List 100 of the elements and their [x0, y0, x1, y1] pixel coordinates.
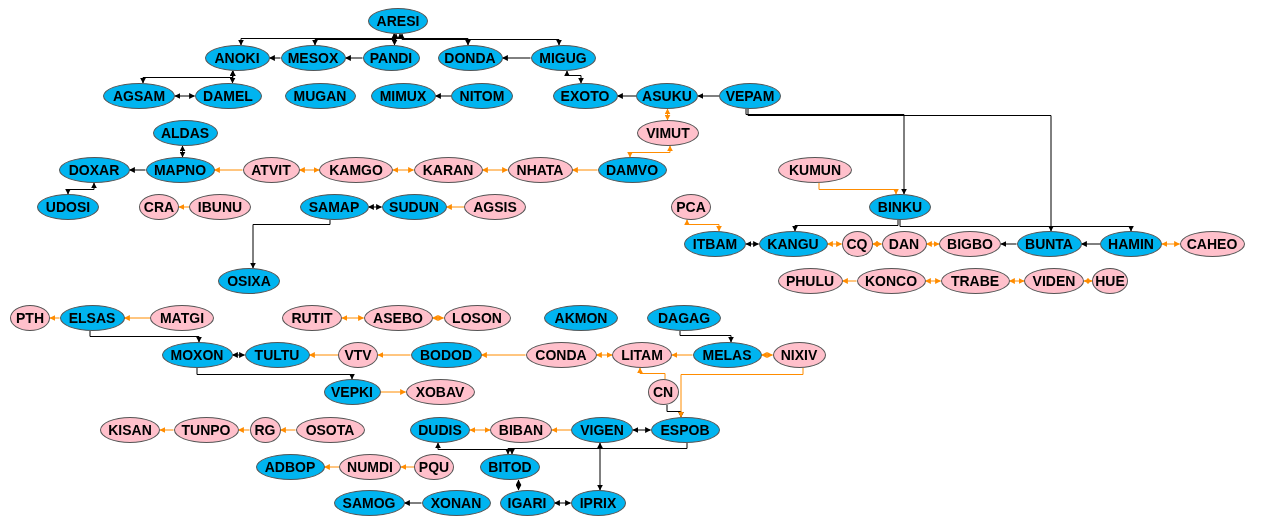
- ellipse-node: LITAM: [612, 342, 672, 368]
- ellipse-node: ATVIT: [242, 157, 300, 183]
- connector-arrow: [49, 315, 60, 321]
- ellipse-node: NHATA: [507, 157, 573, 183]
- connector-arrow: [341, 315, 365, 321]
- connector-arrow: [792, 219, 899, 232]
- ellipse-node: BIGBO: [939, 231, 1001, 257]
- connector-arrow: [312, 33, 399, 46]
- ellipse-node: ANOKI: [204, 45, 270, 71]
- connector-arrow: [1008, 278, 1025, 284]
- connector-arrow: [250, 219, 331, 269]
- connector-arrow: [431, 315, 445, 321]
- connector-arrow: [123, 315, 151, 321]
- ellipse-node: KARAN: [413, 157, 483, 183]
- connector-arrow: [505, 442, 688, 455]
- connector-arrow: [391, 33, 398, 46]
- connector-arrow: [231, 352, 246, 358]
- ellipse-node: KAMGO: [319, 157, 393, 183]
- ellipse-node: CN: [647, 379, 679, 405]
- ellipse-node: MATGI: [150, 305, 214, 331]
- ellipse-node: MIGUG: [530, 45, 596, 71]
- connector-arrow: [745, 108, 907, 195]
- ellipse-node: DAMEL: [194, 83, 262, 109]
- connector-arrow: [367, 204, 383, 210]
- ellipse-node: TRABE: [940, 268, 1010, 294]
- ellipse-node: NITOM: [451, 83, 513, 109]
- ellipse-node: BUNTA: [1016, 231, 1082, 257]
- ellipse-node: XONAN: [421, 490, 491, 516]
- ellipse-node: ELSAS: [59, 305, 125, 331]
- connector-arrow: [924, 278, 942, 284]
- connector-arrow: [380, 389, 407, 395]
- ellipse-node: MAPNO: [145, 157, 215, 183]
- connector-arrow: [501, 55, 531, 61]
- ellipse-node: CONDA: [525, 342, 597, 368]
- ellipse-node: VIGEN: [571, 417, 633, 443]
- connector-arrow: [128, 167, 146, 173]
- ellipse-node: EXOTO: [552, 83, 618, 109]
- ellipse-node: MUGAN: [284, 83, 356, 109]
- connector-arrow: [178, 204, 190, 210]
- ellipse-node: ARESI: [368, 8, 428, 34]
- connector-arrow: [1083, 278, 1093, 284]
- connector-arrow: [480, 352, 526, 358]
- ellipse-node: TUNPO: [173, 417, 239, 443]
- ellipse-node: VEPKI: [323, 379, 381, 405]
- connector-arrow: [571, 167, 598, 173]
- connector-arrow: [179, 145, 186, 158]
- connector-arrow: [469, 427, 491, 433]
- connector-arrow: [65, 182, 97, 195]
- connector-arrow: [445, 204, 465, 210]
- ellipse-node: BODOD: [410, 342, 482, 368]
- ellipse-node: MELAS: [692, 342, 762, 368]
- connector-arrow: [140, 70, 236, 84]
- connector-arrow: [564, 70, 584, 84]
- ellipse-node: MESOX: [280, 45, 346, 71]
- connector-arrow: [397, 33, 471, 46]
- connector-arrow: [697, 93, 720, 99]
- connector-arrow: [399, 33, 562, 46]
- ellipse-node: IPRIX: [570, 490, 626, 516]
- connector-arrow: [298, 167, 320, 173]
- connector-arrow: [553, 500, 572, 506]
- connector-arrow: [684, 219, 722, 232]
- connector-arrow: [679, 330, 734, 343]
- ellipse-node: KUMUN: [778, 157, 852, 183]
- connector-arrow: [229, 70, 236, 84]
- ellipse-node: PTH: [10, 305, 50, 331]
- connector-arrow: [616, 93, 637, 99]
- ellipse-node: MOXON: [161, 342, 233, 368]
- ellipse-node: OSIXA: [218, 268, 280, 294]
- ellipse-node: VTV: [338, 342, 378, 368]
- ellipse-node: CRA: [139, 194, 179, 220]
- ellipse-node: OSOTA: [295, 417, 365, 443]
- ellipse-node: XOBAV: [405, 379, 475, 405]
- ellipse-node: AKMON: [544, 305, 618, 331]
- connector-arrow: [238, 33, 397, 46]
- ellipse-node: DAN: [881, 231, 927, 257]
- ellipse-node: KANGU: [758, 231, 828, 257]
- ellipse-node: SAMAP: [299, 194, 369, 220]
- connector-arrow: [841, 278, 857, 284]
- ellipse-node: VIDEN: [1024, 268, 1084, 294]
- connector-arrow: [745, 241, 760, 247]
- ellipse-node: ADBOP: [255, 454, 325, 480]
- ellipse-node: BINKU: [869, 194, 931, 220]
- connector-arrow: [595, 352, 613, 358]
- connector-arrow: [435, 442, 515, 455]
- connector-arrow: [632, 427, 652, 433]
- connector-arrow: [323, 464, 340, 470]
- connector-arrow: [627, 145, 673, 158]
- ellipse-node: NIXIV: [772, 342, 826, 368]
- ellipse-node: DAGAG: [647, 305, 721, 331]
- ellipse-node: ASEBO: [363, 305, 433, 331]
- ellipse-node: CAHEO: [1179, 231, 1245, 257]
- ellipse-node: DAMVO: [597, 157, 667, 183]
- ellipse-node: KISAN: [100, 417, 160, 443]
- connector-arrow: [268, 55, 281, 61]
- connector-arrow: [664, 108, 671, 121]
- connector-arrow: [279, 427, 296, 433]
- ellipse-node: DOXAR: [58, 157, 130, 183]
- ellipse-node: IGARI: [499, 490, 555, 516]
- ellipse-node: PQU: [414, 454, 454, 480]
- ellipse-node: UDOSI: [37, 194, 99, 220]
